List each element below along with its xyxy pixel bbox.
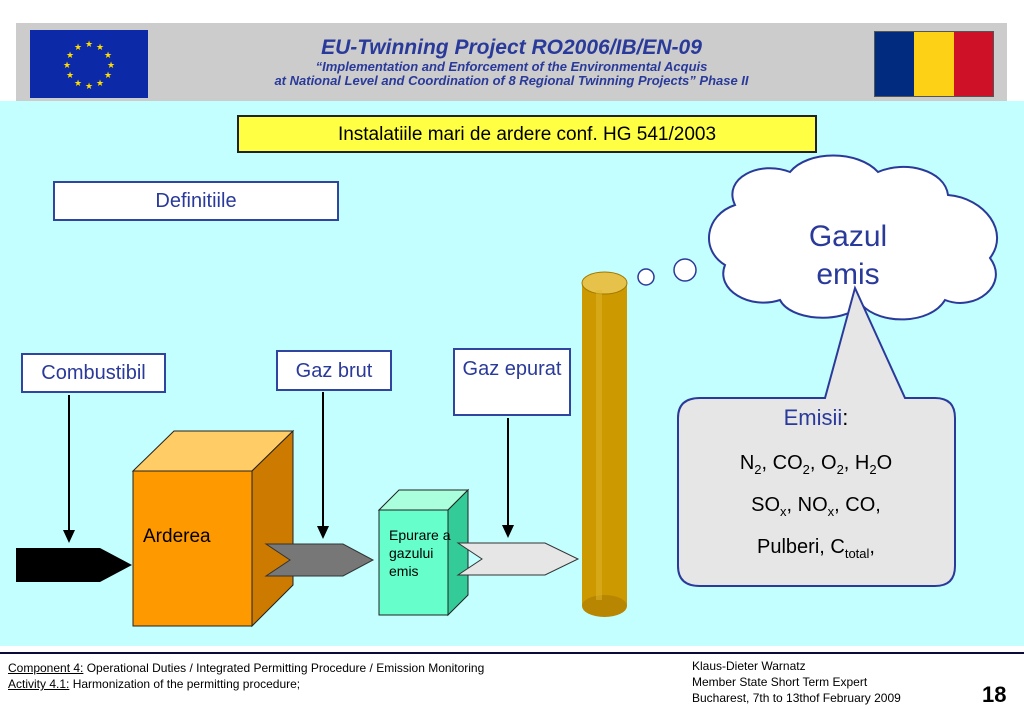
formula-text: O xyxy=(876,452,893,474)
combustion-chamber xyxy=(131,429,295,628)
footer-activity: Activity 4.1: Harmonization of the permi… xyxy=(8,676,484,692)
main-title: Instalatiile mari de ardere conf. HG 541… xyxy=(237,115,817,153)
combustion-label: Arderea xyxy=(143,526,211,547)
footer-divider xyxy=(0,652,1024,654)
formula-subscript: x xyxy=(780,504,787,519)
formula-text: Pulberi, C xyxy=(757,536,845,558)
svg-text:★: ★ xyxy=(74,79,82,89)
component-label: Component 4: xyxy=(8,661,84,675)
svg-text:★: ★ xyxy=(74,43,82,53)
purification-label: Epurare a gazului emis xyxy=(389,527,451,579)
emissions-line-1: N2, CO2, O2, H2O xyxy=(678,452,954,477)
svg-text:★: ★ xyxy=(85,82,93,92)
footer-right: Klaus-Dieter Warnatz Member State Short … xyxy=(692,658,901,706)
footer-component: Component 4: Operational Duties / Integr… xyxy=(8,660,484,676)
clean-gas-label: Gaz epurat xyxy=(453,348,571,416)
expert-name: Klaus-Dieter Warnatz xyxy=(692,659,806,673)
chimney-stack xyxy=(581,271,628,617)
header-subtitle-line2: at National Level and Coordination of 8 … xyxy=(274,73,749,88)
component-text: Operational Duties / Integrated Permitti… xyxy=(83,661,485,675)
location-date: Bucharest, 7th to 13thof February 2009 xyxy=(692,691,901,705)
formula-text: , NO xyxy=(786,494,828,516)
emissions-title: Emisii: xyxy=(678,405,954,431)
expert-role: Member State Short Term Expert xyxy=(692,675,868,689)
header-title: EU-Twinning Project RO2006/IB/EN-09 xyxy=(321,36,702,59)
header-bar: EU-Twinning Project RO2006/IB/EN-09 “Imp… xyxy=(16,23,1007,101)
emissions-line-3: Pulberi, Ctotal, xyxy=(678,536,954,561)
raw-gas-label: Gaz brut xyxy=(276,350,392,391)
definitions-label: Definitiile xyxy=(53,181,339,221)
formula-subscript: x xyxy=(827,504,835,519)
activity-text: Harmonization of the permitting procedur… xyxy=(69,677,301,691)
formula-text: , H xyxy=(843,452,870,474)
svg-text:★: ★ xyxy=(85,40,93,50)
footer-left: Component 4: Operational Duties / Integr… xyxy=(8,660,484,692)
connector-arrows xyxy=(68,392,509,532)
formula-text: , CO, xyxy=(834,494,881,516)
formula-text: N xyxy=(739,452,755,474)
formula-subscript: 2 xyxy=(754,462,762,477)
header-subtitle-line1: “Implementation and Enforcement of the E… xyxy=(315,59,708,74)
emitted-gas-label: Gazul emis xyxy=(808,220,888,291)
formula-text: , xyxy=(869,536,875,558)
eu-flag-icon: ★ ★ ★ ★ ★ ★ ★ ★ ★ ★ ★ ★ xyxy=(30,30,148,98)
flag-stripe-blue xyxy=(875,32,915,96)
svg-text:★: ★ xyxy=(104,51,112,61)
formula-text: , O xyxy=(809,452,837,474)
emissions-line-2: SOx, NOx, CO, xyxy=(678,494,954,519)
emissions-title-colon: : xyxy=(842,405,849,430)
svg-text:★: ★ xyxy=(107,61,115,71)
formula-subscript: total xyxy=(844,546,870,561)
svg-text:★: ★ xyxy=(96,79,104,89)
formula-subscript: 2 xyxy=(836,462,844,477)
flag-stripe-yellow xyxy=(914,32,954,96)
svg-text:★: ★ xyxy=(66,71,74,81)
svg-text:★: ★ xyxy=(66,51,74,61)
fuel-input-arrow xyxy=(16,548,132,582)
activity-label: Activity 4.1: xyxy=(8,677,70,691)
clean-gas-arrow xyxy=(456,542,580,576)
formula-text: SO xyxy=(751,494,781,516)
svg-text:★: ★ xyxy=(104,71,112,81)
svg-text:★: ★ xyxy=(63,61,71,71)
formula-subscript: 2 xyxy=(802,462,810,477)
flag-stripe-red xyxy=(953,32,993,96)
romania-flag-icon xyxy=(874,31,994,97)
emissions-title-text: Emisii xyxy=(783,405,843,430)
page-number: 18 xyxy=(982,682,1007,707)
svg-text:★: ★ xyxy=(96,43,104,53)
formula-text: , CO xyxy=(761,452,803,474)
header-text: EU-Twinning Project RO2006/IB/EN-09 “Imp… xyxy=(16,23,1007,101)
raw-gas-arrow xyxy=(264,543,375,577)
purifier-unit xyxy=(377,488,470,617)
emissions-callout xyxy=(677,285,956,587)
fuel-label: Combustibil xyxy=(21,353,166,393)
formula-subscript: 2 xyxy=(869,462,877,477)
